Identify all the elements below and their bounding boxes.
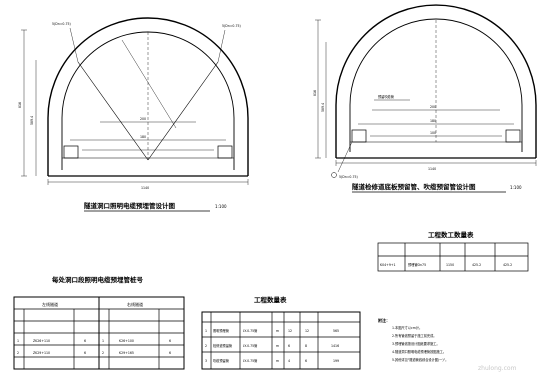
cell: m <box>276 329 279 333</box>
cell: 6 <box>305 359 307 363</box>
cell: 2 <box>205 344 207 348</box>
width-dimension: 1140 <box>428 167 436 171</box>
quantity-table <box>201 311 361 370</box>
cell: 12 <box>288 329 292 333</box>
scale-label-2: 1:100 <box>510 185 522 190</box>
cell: 6 <box>169 339 171 343</box>
width-dimension: 1140 <box>141 186 149 190</box>
cell: LY-0.75管 <box>243 343 257 348</box>
center-dim-2: 180 <box>430 119 436 123</box>
note-line: 1.本图尺寸以cm计。 <box>392 325 422 330</box>
cell: 检修道预留管 <box>213 343 232 348</box>
small-table-title: 工程数工数量表 <box>428 230 474 239</box>
left-height-dimension: 589.4 <box>30 116 34 125</box>
center-dim-3: 100 <box>430 131 436 135</box>
center-dim-1: 200 <box>140 117 146 121</box>
height-dimension: 816 <box>18 102 22 108</box>
cell: 1416 <box>331 344 339 348</box>
small-table-cell: 1150 <box>446 263 454 267</box>
left-height-dimension: 589.4 <box>321 103 325 112</box>
cell: 1 <box>205 329 207 333</box>
watermark: zhulong.com <box>478 365 517 372</box>
note-line: 5.其他详见"隧道管线综合设计图(一)"。 <box>392 357 448 362</box>
small-table-cell: 预埋管Dn75 <box>408 262 426 267</box>
left-table-title: 每处洞口段照明电缆预埋管桩号 <box>52 275 144 284</box>
tunnel-section-1 <box>21 17 249 185</box>
small-quantity-table <box>377 242 529 272</box>
cell: 6 <box>84 339 86 343</box>
cell: LY-0.75管 <box>243 358 257 363</box>
cell: 6 <box>169 351 171 355</box>
cell: 6 <box>84 351 86 355</box>
scale-label-1: 1:100 <box>215 204 227 209</box>
pipe-label-right: 5(Dn=0.75) <box>222 24 241 28</box>
pipe-label-left: 5(Dn=0.75) <box>52 22 71 26</box>
cell: 199 <box>333 359 339 363</box>
cell: 3 <box>205 359 207 363</box>
cell: K29+165 <box>119 351 134 355</box>
cell: ZK26+110 <box>33 339 50 343</box>
tunnel-section-2 <box>315 4 537 178</box>
cell: 565 <box>333 329 339 333</box>
center-dim-1: 200 <box>430 105 436 109</box>
small-table-cell: 425.2 <box>472 263 481 267</box>
right-tunnel-header: 右线隧道 <box>127 301 143 307</box>
pipe-label-left: 5(Dn=0.75) <box>339 175 358 179</box>
cell: m <box>276 344 279 348</box>
drawing-caption-2: 隧道检修道底板预留管、吹缆预留管设计图 <box>352 182 476 191</box>
cell: 吹缆预留管 <box>213 358 229 363</box>
notes-title: 附注： <box>378 317 390 323</box>
left-tunnel-header: 左线隧道 <box>42 301 58 307</box>
cell: 12 <box>305 329 309 333</box>
height-dimension: 816 <box>313 90 317 96</box>
cell: m <box>276 359 279 363</box>
left-stake-table <box>13 296 185 370</box>
note-line: 4.隧道洞口照明电缆预埋管按图施工。 <box>392 349 446 354</box>
cell: 1 <box>102 339 104 343</box>
small-table-cell: 425.2 <box>503 263 512 267</box>
cell: 6 <box>288 344 290 348</box>
cell: 2 <box>17 351 19 355</box>
cell: LY-0.75管 <box>243 328 257 333</box>
cell: 8 <box>305 344 307 348</box>
cell: 2 <box>102 351 104 355</box>
note-line: 3.预埋管线按设计图纸要求施工。 <box>392 341 440 346</box>
cell: K26+100 <box>119 339 134 343</box>
cell: ZK29+110 <box>33 351 50 355</box>
small-table-cell: K04+9+1 <box>380 263 396 267</box>
cell: 1 <box>17 339 19 343</box>
cell: 照明预埋管 <box>213 328 229 333</box>
cell: 4 <box>288 359 290 363</box>
middle-table-title: 工程数量表 <box>254 295 287 304</box>
center-dim-2: 180 <box>140 135 146 139</box>
note-line: 2.所有管线预留于施工前完成。 <box>392 333 436 338</box>
drawing-caption-1: 隧道洞口照明电缆预埋管设计图 <box>84 201 176 210</box>
note-label: 预留吹缆管 <box>378 94 394 99</box>
